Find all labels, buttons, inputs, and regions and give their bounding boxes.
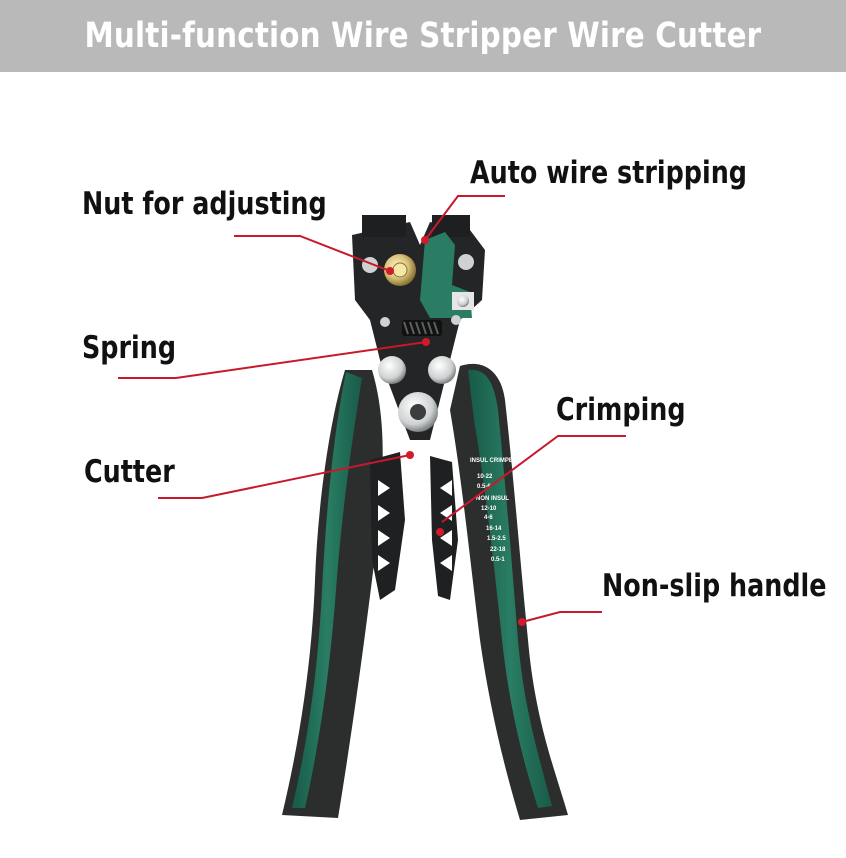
callout-dots xyxy=(386,236,526,626)
callout-line-cutter xyxy=(158,454,411,499)
marking-s1a: 10-22 xyxy=(477,474,493,480)
right-handle xyxy=(450,363,568,820)
label-crimping: Crimping xyxy=(556,392,686,428)
spring xyxy=(402,320,442,336)
callout-dot-crimping xyxy=(436,528,444,536)
handle-markings: INSUL CRIMPER 10-22 0.5-6 NON INSUL 12-1… xyxy=(470,458,518,563)
marking-s3b: 1.5-2.5 xyxy=(487,536,506,542)
marking-s4a: 22-18 xyxy=(490,547,506,553)
callout-dot-spring xyxy=(422,338,430,346)
label-nut-for-adjusting: Nut for adjusting xyxy=(82,186,327,222)
callout-line-spring xyxy=(118,341,427,379)
marking-s2a: 12-10 xyxy=(481,506,497,512)
label-non-slip-handle: Non-slip handle xyxy=(602,568,827,604)
label-cutter: Cutter xyxy=(84,454,175,490)
callout-line-crimping xyxy=(441,435,626,523)
label-spring: Spring xyxy=(82,330,177,366)
callout-line-auto xyxy=(424,195,505,241)
marking-s4b: 0.5-1 xyxy=(491,557,505,563)
label-auto-wire-stripping: Auto wire stripping xyxy=(470,155,747,191)
page-title: Multi-function Wire Stripper Wire Cutter xyxy=(84,16,762,56)
marking-s1b: 0.5-6 xyxy=(477,484,491,490)
marking-s2b: 4-6 xyxy=(484,515,493,521)
marking-s3a: 16-14 xyxy=(486,526,502,532)
callout-line-handle xyxy=(521,611,602,623)
auto-strip-slider xyxy=(420,232,474,318)
marking-non-insul: NON INSUL xyxy=(476,496,509,502)
left-handle xyxy=(282,370,383,818)
callout-lines xyxy=(118,195,626,623)
callout-dot-auto xyxy=(421,236,429,244)
callout-dot-nut xyxy=(386,267,394,275)
callout-dot-cutter xyxy=(406,451,414,459)
callout-dot-handle xyxy=(518,618,526,626)
title-bar: Multi-function Wire Stripper Wire Cutter xyxy=(0,0,846,72)
callout-line-nut xyxy=(234,235,391,272)
marking-insul-crimper: INSUL CRIMPER xyxy=(470,458,518,464)
rivets xyxy=(362,254,474,432)
